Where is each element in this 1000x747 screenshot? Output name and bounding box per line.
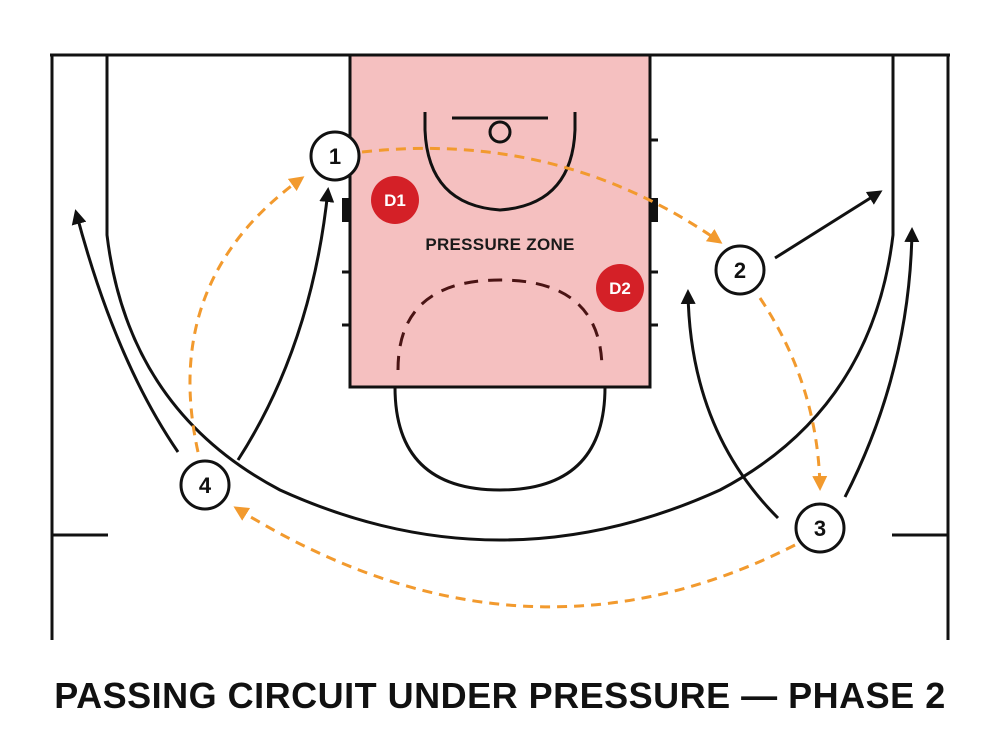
player-2: 2: [714, 244, 766, 296]
player-1: 1: [309, 130, 361, 182]
defender-d1: D1: [371, 176, 419, 224]
cut-arrow-player-1: [71, 209, 180, 453]
defender-d2-label: D2: [609, 279, 631, 298]
defender-d2: D2: [596, 264, 644, 312]
lane-block-left: [342, 198, 350, 222]
cut-arrow-player-2: [774, 190, 883, 260]
player-4: 4: [179, 459, 231, 511]
cut-arrow-player-4: [236, 187, 335, 461]
pass-arrows: [188, 146, 828, 609]
player-1-label: 1: [329, 144, 341, 169]
pass-arrow-3-to-4: [233, 506, 796, 609]
player-3: 3: [794, 502, 846, 554]
player-2-label: 2: [734, 258, 746, 283]
cut-arrows: [71, 187, 920, 520]
pass-arrow-1-to-2: [361, 146, 723, 244]
player-4-label: 4: [199, 473, 212, 498]
court-diagram: PRESSURE ZONE D1 D2 1 2 3 4: [50, 53, 950, 640]
player-3-label: 3: [814, 516, 826, 541]
diagram-caption: PASSING CIRCUIT UNDER PRESSURE — PHASE 2: [54, 675, 946, 716]
free-throw-circle-dashed: [396, 278, 604, 371]
pressure-zone-label: PRESSURE ZONE: [425, 235, 574, 254]
pass-arrow-4-to-1: [188, 176, 305, 453]
pass-arrow-2-to-3: [758, 297, 828, 491]
court-lines: [50, 53, 950, 640]
lane-block-right: [650, 198, 658, 222]
defender-d1-label: D1: [384, 191, 406, 210]
cut-arrow-player-3-wing: [843, 227, 920, 498]
cut-arrow-player-3-up: [680, 289, 780, 520]
